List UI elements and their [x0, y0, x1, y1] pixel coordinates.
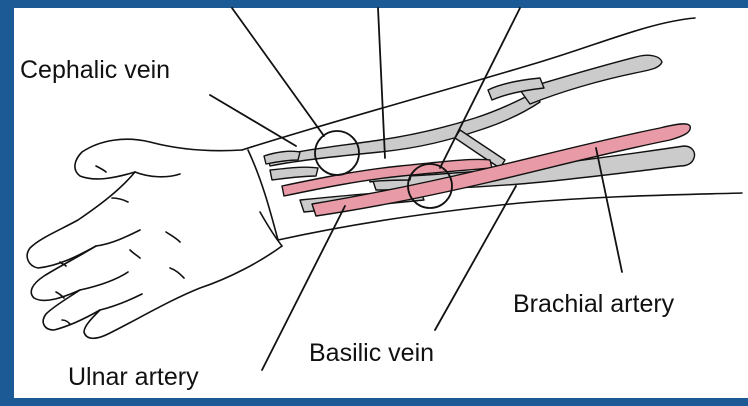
label-cephalic-vein: Cephalic vein: [20, 58, 170, 83]
label-brachial-artery: Brachial artery: [513, 292, 674, 317]
leader-cephalic: [210, 95, 296, 146]
label-basilic-vein: Basilic vein: [309, 341, 434, 366]
label-ulnar-artery: Ulnar artery: [68, 365, 199, 390]
leader-top-2: [378, 8, 385, 158]
